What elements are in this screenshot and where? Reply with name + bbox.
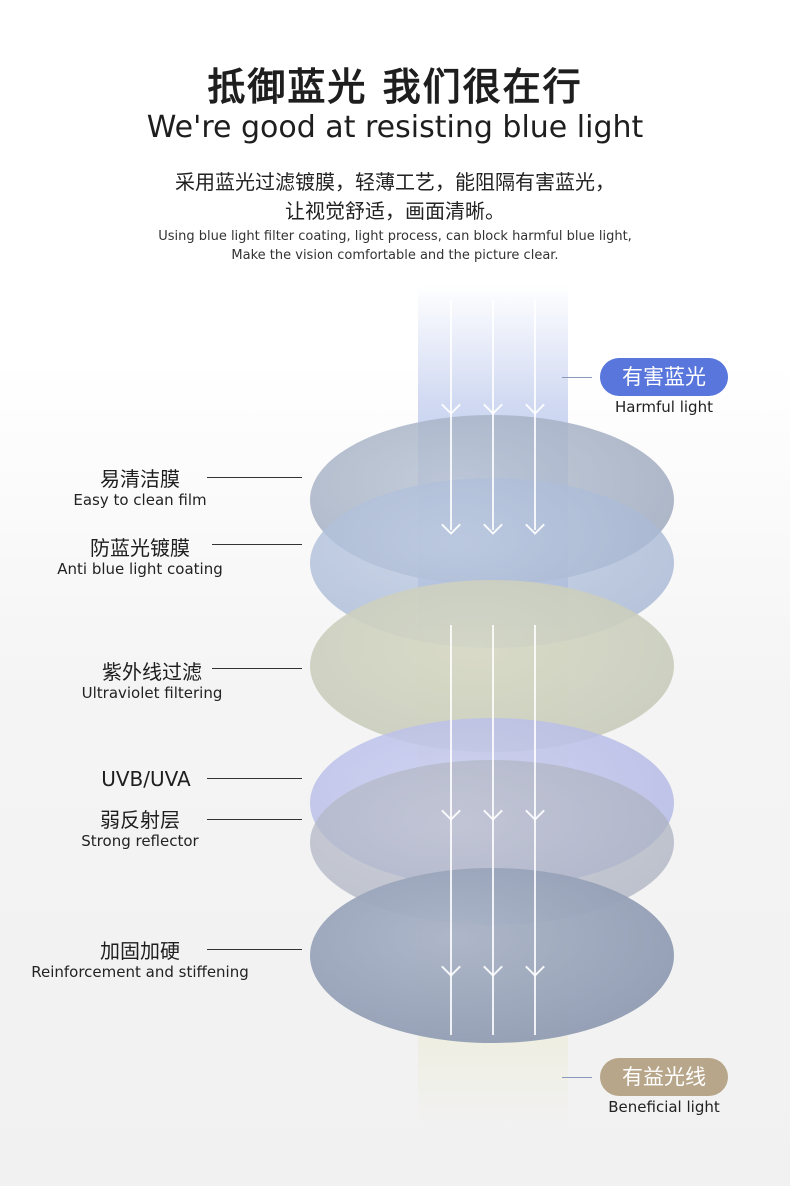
light-ray xyxy=(450,625,452,1035)
description-cn-line-1: 采用蓝光过滤镀膜，轻薄工艺，能阻隔有害蓝光， xyxy=(175,170,615,194)
leader-line xyxy=(212,668,302,669)
layer-label-cn: 防蓝光镀膜 xyxy=(90,536,190,560)
description-en-line-2: Make the vision comfortable and the pict… xyxy=(231,248,559,263)
layer-label-cn: 紫外线过滤 xyxy=(102,660,202,684)
description-cn-line-2: 让视觉舒适，画面清晰。 xyxy=(285,199,505,223)
leader-line xyxy=(212,544,302,545)
leader-line xyxy=(207,477,302,478)
description-en: Using blue light filter coating, light p… xyxy=(0,227,790,265)
light-ray xyxy=(450,300,452,530)
title-en: We're good at resisting blue light xyxy=(146,110,644,145)
layer-label-anti-blue: 防蓝光镀膜 Anti blue light coating xyxy=(10,536,270,578)
layer-label-en: Easy to clean film xyxy=(73,491,207,509)
layer-label-reinforcement: 加固加硬 Reinforcement and stiffening xyxy=(10,939,270,981)
beneficial-leader-line xyxy=(562,1077,592,1078)
beneficial-light-badge: 有益光线 xyxy=(600,1058,728,1096)
layer-label-easy-clean: 易清洁膜 Easy to clean film xyxy=(10,467,270,509)
layer-label-cn: UVB/UVA xyxy=(101,767,191,791)
layer-label-cn: 易清洁膜 xyxy=(100,467,180,491)
layer-label-uvb-uva: UVB/UVA xyxy=(16,767,276,791)
harmful-light-badge: 有害蓝光 xyxy=(600,358,728,396)
layer-label-en: Ultraviolet filtering xyxy=(81,684,223,702)
description-en-line-1: Using blue light filter coating, light p… xyxy=(158,229,632,244)
light-ray xyxy=(534,300,536,530)
light-ray xyxy=(492,625,494,1035)
layer-label-en: Reinforcement and stiffening xyxy=(31,963,249,981)
leader-line xyxy=(207,949,302,950)
layer-label-cn: 弱反射层 xyxy=(100,808,180,832)
description-cn: 采用蓝光过滤镀膜，轻薄工艺，能阻隔有害蓝光， 让视觉舒适，画面清晰。 xyxy=(0,168,790,226)
leader-line xyxy=(207,819,302,820)
light-ray xyxy=(534,625,536,1035)
beneficial-light-label: Beneficial light xyxy=(608,1098,720,1116)
layer-label-cn: 加固加硬 xyxy=(100,939,180,963)
leader-line xyxy=(207,778,302,779)
light-ray xyxy=(492,300,494,530)
title-cn: 抵御蓝光 我们很在行 xyxy=(207,65,583,109)
harmful-light-label: Harmful light xyxy=(615,398,713,416)
layer-label-uv-filter: 紫外线过滤 Ultraviolet filtering xyxy=(22,660,282,702)
layer-label-reflector: 弱反射层 Strong reflector xyxy=(10,808,270,850)
harmful-leader-line xyxy=(562,377,592,378)
layer-label-en: Anti blue light coating xyxy=(57,560,223,578)
layer-label-en: Strong reflector xyxy=(81,832,199,850)
